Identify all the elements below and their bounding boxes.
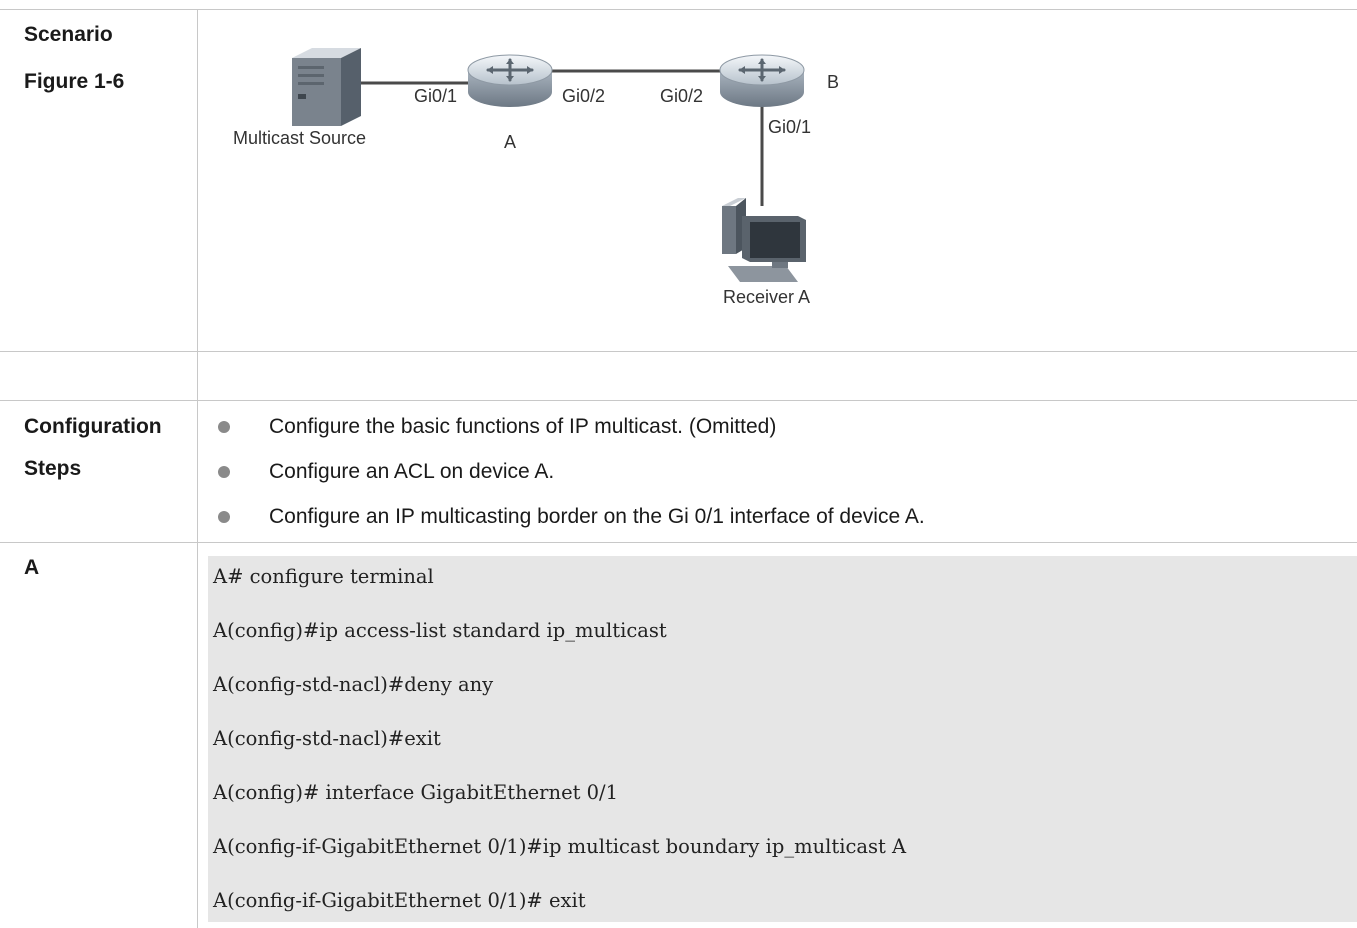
port-a-gi02-label: Gi0/2 [562, 86, 605, 106]
port-b-gi02-label: Gi0/2 [660, 86, 703, 106]
bullet-icon [218, 511, 230, 523]
list-item: Configure an ACL on device A. [198, 451, 1357, 496]
row-divider [0, 542, 1357, 543]
network-topology-diagram: Multicast Source A Gi0/1 Gi0/2 B Gi0/2 [233, 48, 839, 307]
code-line: A(config-std-nacl)#deny any [213, 673, 494, 696]
code-line: A(config-if-GigabitEthernet 0/1)# exit [213, 889, 586, 912]
receiver-pc-icon [722, 198, 806, 282]
step-text: Configure an IP multicasting border on t… [269, 505, 925, 528]
scenario-label: Scenario [24, 23, 113, 46]
step-text: Configure the basic functions of IP mult… [269, 415, 777, 438]
code-line: A(config-if-GigabitEthernet 0/1)#ip mult… [213, 835, 907, 858]
figure-label: Figure 1-6 [24, 70, 125, 93]
router-b-label: B [827, 72, 839, 92]
code-block: A# configure terminal A(config)#ip acces… [208, 556, 1357, 922]
code-line: A(config)# interface GigabitEthernet 0/1 [213, 781, 619, 804]
steps-label: Steps [24, 457, 82, 480]
bullet-icon [218, 466, 230, 478]
code-line: A(config)#ip access-list standard ip_mul… [213, 619, 667, 642]
row-divider [0, 351, 1357, 352]
code-line: A(config-std-nacl)#exit [213, 727, 441, 750]
router-icon [467, 54, 553, 107]
port-b-gi01-label: Gi0/1 [768, 117, 811, 137]
table-top-border [0, 9, 1357, 10]
configuration-label: Configuration [24, 415, 162, 438]
step-text: Configure an ACL on device A. [269, 460, 555, 483]
row-divider [0, 400, 1357, 401]
bullet-icon [218, 421, 230, 433]
receiver-a-label: Receiver A [723, 287, 810, 307]
port-a-gi01-label: Gi0/1 [414, 86, 457, 106]
code-line: A# configure terminal [213, 565, 434, 588]
device-a-label: A [24, 556, 40, 579]
steps-list: Configure the basic functions of IP mult… [198, 406, 1357, 541]
server-icon [292, 48, 361, 126]
list-item: Configure an IP multicasting border on t… [198, 496, 1357, 541]
multicast-source-label: Multicast Source [233, 128, 366, 148]
column-divider [197, 9, 198, 928]
list-item: Configure the basic functions of IP mult… [198, 406, 1357, 451]
router-icon [719, 54, 805, 107]
router-a-label: A [504, 132, 516, 152]
